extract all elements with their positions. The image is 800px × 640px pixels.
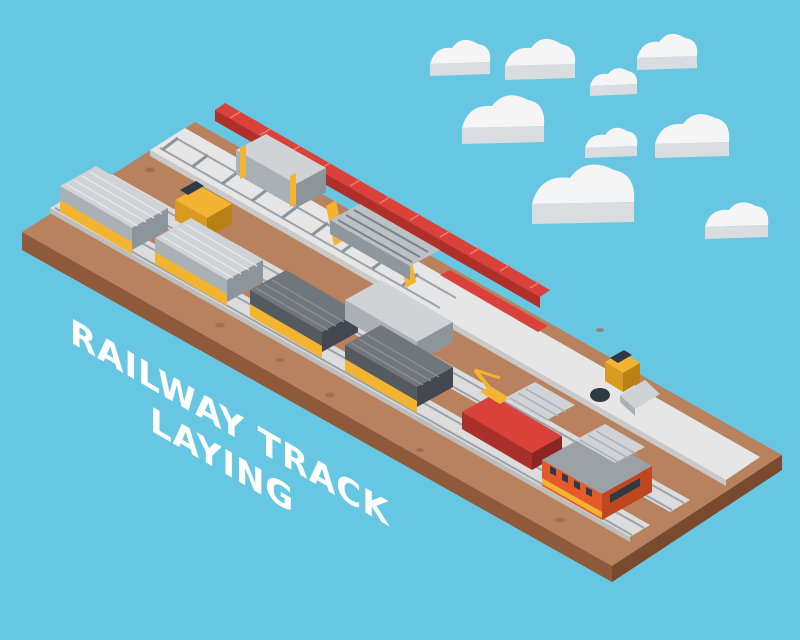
cloud-icon [430,39,491,76]
cloud-icon [505,38,576,80]
road-roller-icon [590,350,660,416]
sleeper-train [60,166,453,413]
sleeper-stacks-far [236,134,440,280]
cloud-icon [590,68,638,96]
sleeper-stack [575,424,645,464]
clouds [430,33,769,239]
flatcar-icon [345,325,453,413]
flatcar-icon [330,204,440,280]
flatcar-icon [155,218,263,306]
cloud-icon [655,114,730,158]
sleeper-stack [505,382,575,422]
cloud-icon [585,127,638,158]
locomotive-icon [462,368,652,520]
flatcar-icon [60,166,168,254]
cloud-icon [532,164,635,224]
sleeper-stack [236,134,326,208]
cloud-icon [705,202,769,239]
cloud-icon [637,33,698,70]
flatcar-icon [250,270,358,358]
cloud-icon [462,95,545,144]
